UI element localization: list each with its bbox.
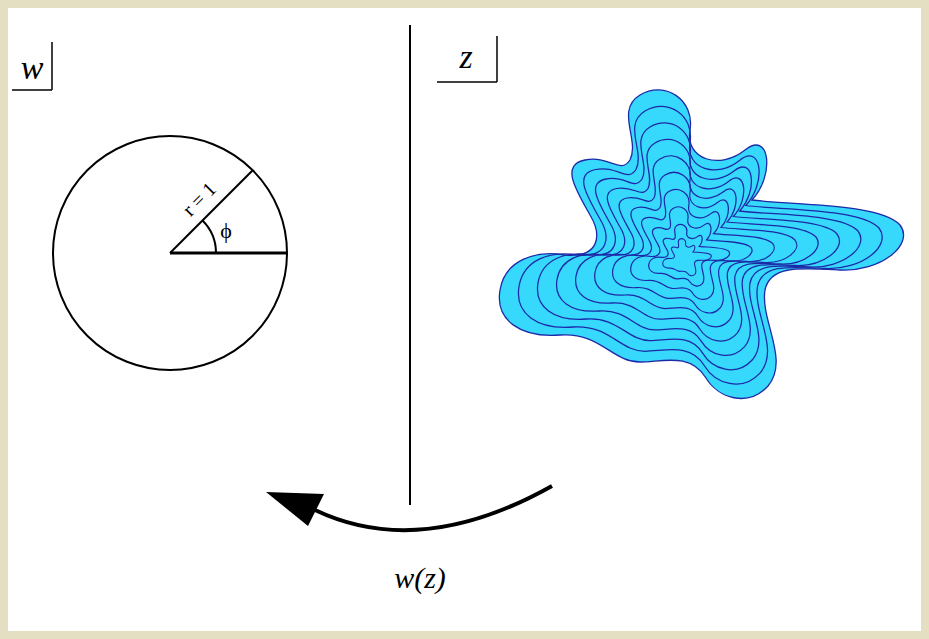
frame-line: [12, 89, 52, 91]
mapping-arrow: [315, 486, 552, 530]
frame-line: [51, 42, 53, 90]
unit-circle: [53, 136, 287, 370]
map-label: w(z): [394, 563, 446, 593]
plane-label: z: [459, 40, 472, 74]
plane-label: w: [21, 51, 44, 85]
background-panel: [8, 8, 921, 631]
arrow-head: [266, 492, 324, 526]
frame-line: [437, 81, 497, 83]
axis-line: [170, 252, 287, 255]
divider-line: [409, 25, 411, 505]
angle-arc: [203, 221, 217, 254]
frame-line: [496, 36, 498, 82]
angle-label: ϕ: [220, 220, 232, 242]
domain-blob: [499, 90, 903, 399]
radius-line: [170, 170, 253, 253]
